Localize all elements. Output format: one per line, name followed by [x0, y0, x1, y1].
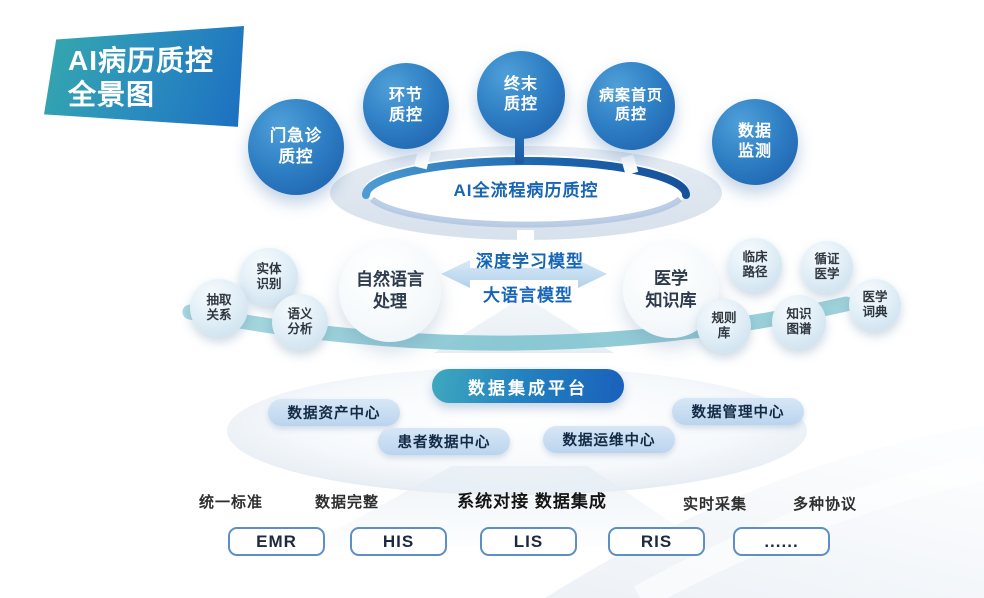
- ring-inner: [364, 155, 688, 225]
- label-unified-standard: 统一标准: [198, 494, 263, 511]
- node-label: 医学: [654, 268, 688, 288]
- node-nlp: 自然语言 处理: [339, 240, 441, 342]
- sat-clinical-pathway: 临床 路径: [728, 238, 782, 292]
- system-box-his: HIS: [350, 527, 447, 556]
- label-realtime-collection: 实时采集: [682, 496, 747, 513]
- deep-learning-model-label: 深度学习模型: [476, 252, 584, 271]
- label-system-integration: 系统对接 数据集成: [457, 492, 607, 511]
- title-line-2: 全景图: [68, 79, 156, 110]
- sat-label: 分析: [287, 322, 313, 336]
- bg-sweep-highlight: [633, 455, 984, 598]
- double-arrow: [441, 260, 607, 288]
- sat-label: 识别: [256, 277, 282, 291]
- node-label: 环节: [388, 87, 423, 104]
- node-label: 质控: [278, 148, 314, 166]
- system-box-emr: EMR: [228, 527, 325, 556]
- sat-label: 图谱: [786, 322, 812, 336]
- sat-rule-base: 规则 库: [697, 299, 751, 353]
- node-label: 质控: [503, 96, 538, 113]
- sat-label: 知识: [786, 307, 812, 321]
- llm-label: 大语言模型: [483, 286, 573, 305]
- system-box-others: ......: [733, 527, 830, 556]
- node-label: 自然语言: [356, 269, 424, 289]
- node-label: 知识库: [645, 291, 697, 310]
- node-label: 终末: [503, 76, 538, 93]
- ring-gap-bottom: [517, 230, 534, 243]
- ring-arc: [362, 157, 690, 199]
- sat-label: 库: [717, 326, 731, 340]
- system-box-ris: RIS: [608, 527, 705, 556]
- sat-label: 医学: [862, 290, 888, 304]
- sat-label: 路径: [742, 265, 768, 279]
- sat-semantic-analysis: 语义 分析: [272, 294, 328, 350]
- sat-label: 医学: [814, 267, 840, 281]
- node-frontpage-qc: 病案首页 质控: [587, 62, 675, 150]
- label-multi-protocol: 多种协议: [792, 496, 857, 513]
- node-outpatient-qc: 门急诊 质控: [248, 99, 344, 195]
- label-data-complete: 数据完整: [314, 494, 379, 511]
- data-integration-platform: 数据集成平台: [432, 369, 624, 403]
- node-label: 监测: [737, 143, 772, 160]
- node-label: 质控: [614, 106, 647, 123]
- node-medical-kb: 医学 知识库: [623, 242, 719, 338]
- pill-patient-data-center: 患者数据中心: [378, 428, 510, 455]
- sat-label: 循证: [814, 252, 840, 266]
- sat-label: 抽取: [206, 293, 232, 307]
- node-data-monitor: 数据 监测: [712, 99, 798, 185]
- sat-label: 语义: [287, 307, 313, 321]
- pill-data-mgmt-center: 数据管理中心: [672, 398, 804, 425]
- sat-knowledge-graph: 知识 图谱: [772, 295, 826, 349]
- sat-label: 词典: [862, 305, 888, 319]
- node-process-qc: 环节 质控: [363, 63, 449, 149]
- sat-label: 临床: [742, 250, 768, 264]
- platform-beam: [308, 466, 706, 546]
- system-box-lis: LIS: [480, 527, 577, 556]
- node-label: 数据: [737, 123, 772, 140]
- sat-medical-dictionary: 医学 词典: [849, 279, 901, 331]
- sat-evidence-based-medicine: 循证 医学: [801, 241, 853, 293]
- ring-gap-right: [620, 154, 639, 176]
- ring-label: AI全流程病历质控: [453, 181, 599, 200]
- sat-label: 关系: [206, 308, 232, 322]
- node-label: 处理: [373, 292, 407, 311]
- pill-data-ops-center: 数据运维中心: [543, 426, 675, 453]
- node-label: 质控: [388, 107, 423, 124]
- pill-data-asset-center: 数据资产中心: [268, 399, 400, 426]
- node-label: 门急诊: [269, 127, 323, 146]
- title-line-1: AI病历质控: [68, 45, 215, 76]
- title-banner: AI病历质控 全景图: [44, 26, 244, 127]
- node-label: 病案首页: [598, 87, 663, 105]
- ring-inner-bottom-shade: [369, 196, 683, 228]
- sat-label: 规则: [711, 311, 737, 325]
- node-final-qc: 终末 质控: [477, 51, 565, 139]
- ring-gap-left: [414, 148, 431, 170]
- sat-relation-extraction: 抽取 关系: [190, 279, 248, 337]
- sat-label: 实体: [256, 262, 282, 276]
